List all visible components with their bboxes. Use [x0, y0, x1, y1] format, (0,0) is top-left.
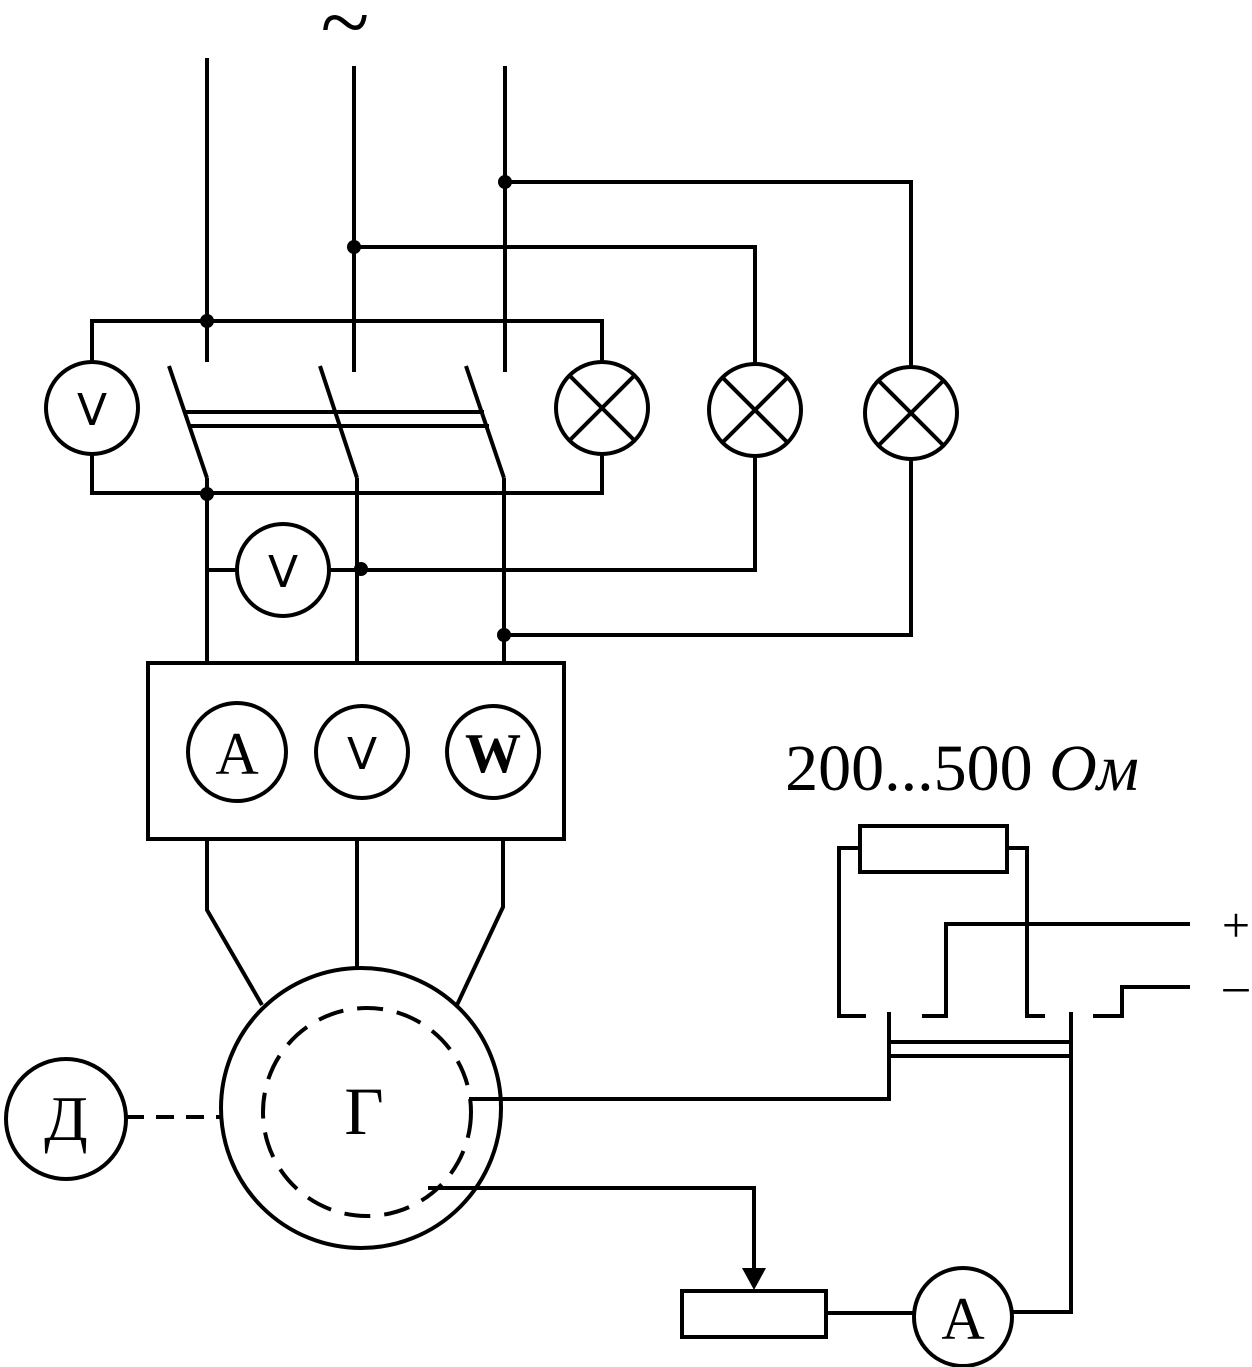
- motor: Д: [4, 1057, 128, 1181]
- lamp-1: [554, 360, 650, 456]
- measurement-set: A V W: [146, 661, 566, 841]
- ac-source-symbol: ~: [321, 0, 370, 72]
- field-ammeter-label: A: [941, 1286, 984, 1352]
- post-switch-lines: [205, 455, 913, 663]
- measurement-wattmeter-label: W: [465, 723, 521, 785]
- lamp-feed-wires: [354, 180, 913, 368]
- excitation-wires: [428, 1012, 891, 1290]
- measurement-ammeter-label: A: [215, 721, 258, 787]
- measurement-voltmeter-label: V: [347, 729, 377, 780]
- junction-dots: [200, 175, 512, 642]
- lamp-2: [707, 362, 803, 458]
- lamp-3: [863, 365, 959, 461]
- field-rheostat: [680, 1289, 828, 1339]
- dc-plus-label: +: [1222, 897, 1250, 953]
- dc-minus-label: –: [1223, 957, 1250, 1013]
- phase-lines: [205, 58, 507, 372]
- voltmeter-mains: V: [44, 360, 140, 456]
- field-ammeter: A: [912, 1266, 1014, 1367]
- generator-label: Г: [344, 1073, 383, 1149]
- voltmeter-generator-label: V: [268, 547, 298, 598]
- switch-bus-frame: [90, 319, 604, 495]
- field-switch: [887, 922, 1190, 1058]
- motor-label: Д: [44, 1083, 88, 1154]
- resistance-label: 200...500 Ом: [785, 732, 1139, 805]
- generator-feed-lines: [205, 840, 505, 1007]
- three-pole-switch: [167, 365, 506, 479]
- voltmeter-mains-label: V: [77, 385, 107, 436]
- generator: Г: [219, 966, 503, 1250]
- discharge-resistor: [837, 824, 1045, 1018]
- voltmeter-generator: V: [235, 522, 331, 618]
